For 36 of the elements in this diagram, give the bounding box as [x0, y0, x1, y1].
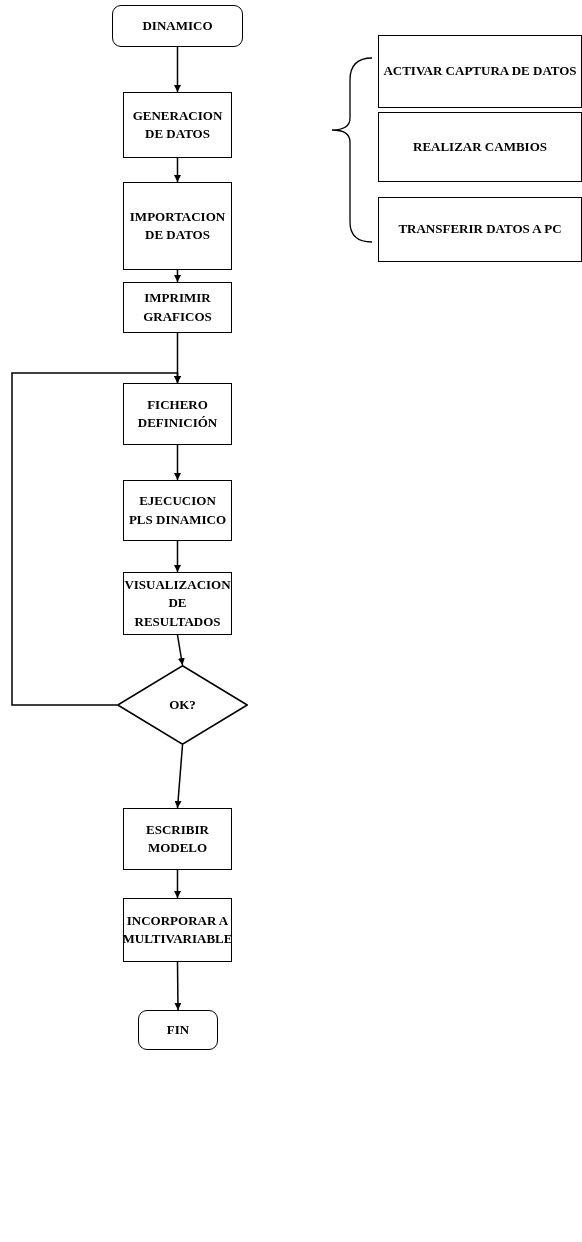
arrow [174, 157, 181, 183]
box-label: IMPORTACION DE DATOS [128, 207, 227, 244]
box-label: FIN [165, 1020, 191, 1039]
box-label: GENERACION DE DATOS [131, 106, 224, 143]
arrow [174, 46, 181, 93]
process-box [123, 808, 232, 870]
box-label: EJECUCION PLS DINAMICO [127, 492, 228, 529]
arrow [174, 869, 181, 899]
arrow [174, 269, 181, 283]
box-label: DINAMICO [141, 16, 214, 35]
box-label: IMPRIMIR GRAFICOS [142, 289, 213, 326]
process-box [378, 197, 582, 262]
box-label: TRANSFERIR DATOS A PC [397, 220, 563, 239]
process-box [123, 480, 232, 541]
box-label: REALIZAR CAMBIOS [412, 137, 548, 156]
box-label: ACTIVAR CAPTURA DE DATOS [382, 62, 578, 81]
process-box [123, 383, 232, 445]
arrow [174, 961, 182, 1011]
box-label: ESCRIBIR MODELO [145, 820, 210, 857]
process-box [123, 898, 232, 962]
box-label: OK? [168, 695, 197, 714]
arrow [176, 634, 185, 666]
arrow [174, 444, 181, 481]
terminal-box [138, 1010, 218, 1050]
box-label: VISUALIZACION DE RESULTADOS [123, 576, 232, 631]
process-box [123, 282, 232, 333]
arrow [174, 744, 184, 809]
box-label: FICHERO DEFINICIÓN [136, 395, 219, 432]
arrow [174, 540, 181, 573]
process-box [123, 182, 232, 270]
box-label: INCORPORAR A MULTIVARIABLE [121, 911, 234, 948]
process-box [123, 92, 232, 158]
arrow [11, 372, 181, 706]
terminal-box [112, 5, 243, 47]
process-box [378, 112, 582, 182]
process-box [378, 35, 582, 108]
